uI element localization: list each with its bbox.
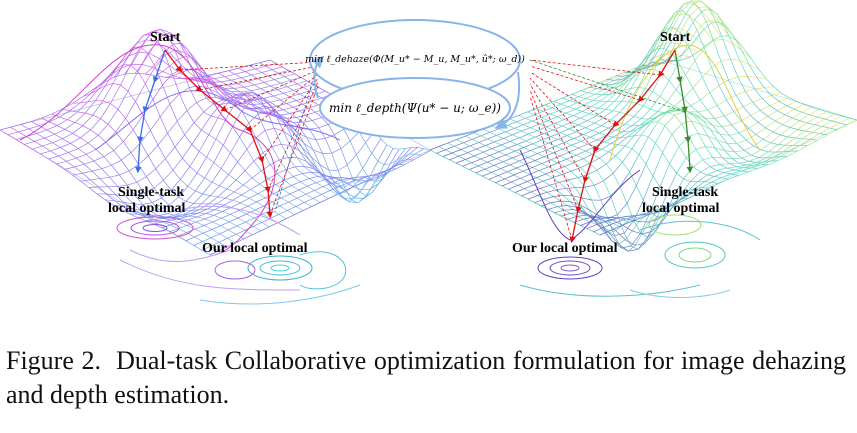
left-red-path: [164, 49, 273, 219]
right-red-path: [569, 49, 676, 244]
left-single-task-label-1: Single-task: [118, 185, 184, 200]
left-single-task-label-2: local optimal: [108, 201, 185, 216]
equation-ellipses: [309, 19, 521, 139]
right-single-task-label-2: local optimal: [642, 201, 719, 216]
figure-caption: Figure 2. Dual-task Collaborative optimi…: [6, 344, 846, 412]
left-dashed-links: [179, 61, 319, 216]
left-ours-label: Our local optimal: [202, 241, 308, 256]
dehaze-equation: min ℓ_dehaze(Φ(M_u* − M_u, M_u*, û*; ω_d…: [305, 54, 525, 65]
right-dashed-links: [529, 59, 686, 241]
caption-text: Dual-task Collaborative optimization for…: [6, 346, 846, 409]
left-start-label: Start: [150, 30, 181, 45]
right-contours: [519, 214, 761, 298]
right-single-task-label-1: Single-task: [652, 185, 718, 200]
caption-label: Figure 2.: [6, 346, 101, 375]
right-ours-label: Our local optimal: [512, 241, 618, 256]
right-green-path: [674, 49, 694, 174]
figure-illustration: min ℓ_dehaze(Φ(M_u* − M_u, M_u*, û*; ω_d…: [0, 0, 857, 305]
right-start-label: Start: [660, 30, 691, 45]
left-blue-path: [134, 49, 166, 174]
depth-equation: min ℓ_depth(Ψ(u* − u; ω_e)): [329, 101, 501, 115]
